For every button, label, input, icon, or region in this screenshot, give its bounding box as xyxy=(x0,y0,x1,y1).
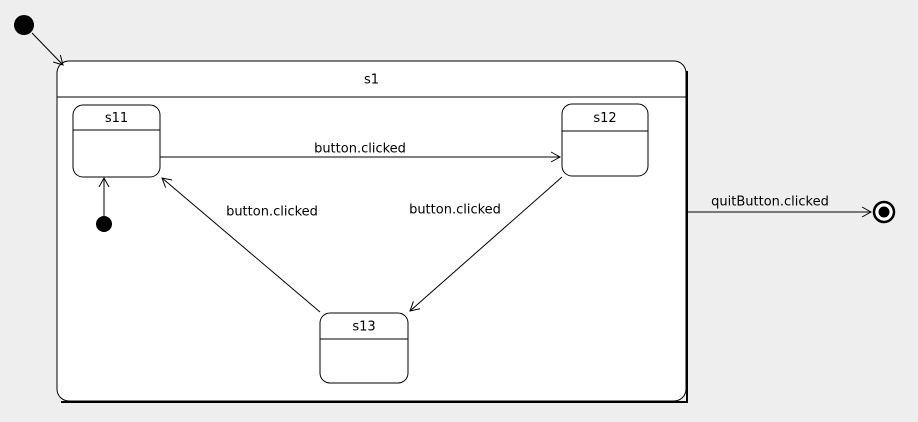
transition-label: button.clicked xyxy=(226,205,318,220)
pseudostates-layer xyxy=(14,15,896,232)
transition-arrow xyxy=(31,32,64,66)
transition-label: quitButton.clicked xyxy=(711,195,829,210)
initial-state-initial-inner[interactable] xyxy=(96,216,112,232)
composite-state-label: s1 xyxy=(364,73,379,88)
initial-state-initial-outer[interactable] xyxy=(14,15,34,35)
state-s12[interactable]: s12 xyxy=(561,103,649,177)
transition-initial-to-s1[interactable] xyxy=(31,32,64,66)
state-s13[interactable]: s13 xyxy=(319,312,409,384)
initial-state-icon[interactable] xyxy=(14,15,34,35)
transition-s12-to-s13[interactable]: button.clicked xyxy=(409,176,563,312)
state-label: s13 xyxy=(352,320,375,335)
state-body[interactable] xyxy=(561,103,649,177)
initial-state-icon[interactable] xyxy=(96,216,112,232)
transition-s11-to-s12[interactable]: button.clicked xyxy=(160,142,562,163)
state-label: s11 xyxy=(105,111,128,126)
transition-s13-to-s11[interactable]: button.clicked xyxy=(161,177,321,313)
state-body[interactable] xyxy=(72,104,161,178)
transition-label: button.clicked xyxy=(409,203,501,218)
substates-layer: s11 s12 s13 xyxy=(72,103,649,384)
transition-s1-to-final[interactable]: quitButton.clicked xyxy=(686,195,873,218)
transitions-layer: button.clicked button.clicked button.click… xyxy=(31,32,873,313)
composite-state-s1[interactable]: s1 xyxy=(56,60,688,403)
state-body[interactable] xyxy=(319,312,409,384)
transition-arrow xyxy=(161,177,321,313)
transition-arrow xyxy=(409,176,563,312)
transition-label: button.clicked xyxy=(314,142,406,157)
state-label: s12 xyxy=(593,111,616,126)
final-state-core-icon xyxy=(878,206,890,218)
state-s11[interactable]: s11 xyxy=(72,104,161,178)
composite-state-body[interactable] xyxy=(56,60,687,402)
final-state-final[interactable] xyxy=(872,200,896,224)
